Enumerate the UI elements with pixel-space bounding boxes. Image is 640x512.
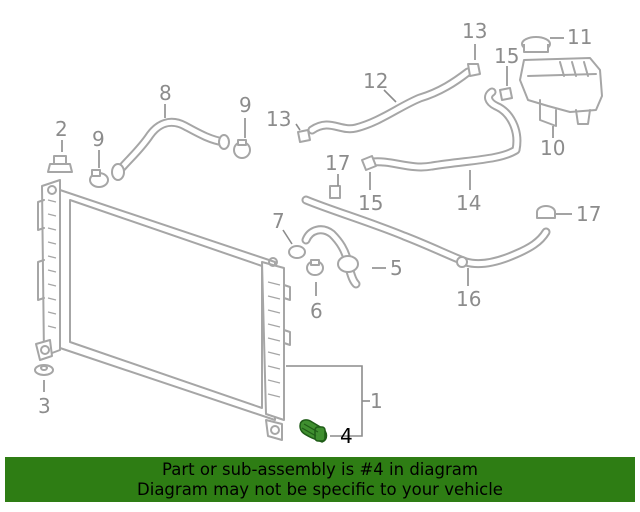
- clip-part-15-lower: [361, 155, 377, 171]
- callout-3: 3: [38, 394, 51, 418]
- surge-tank-outlet-hose-part: [367, 87, 522, 172]
- callout-7: 7: [272, 209, 285, 233]
- callout-13-top: 13: [462, 19, 487, 43]
- clip-part-13-lower: [297, 129, 311, 143]
- callout-6: 6: [310, 299, 323, 323]
- parts-diagram: 1 2 3 4 5 6 7 8 9 9 10 11 12 13 13 14 15…: [34, 19, 603, 448]
- surge-tank-inlet-hose-part: [307, 67, 473, 135]
- lower-hose-part: [301, 225, 361, 289]
- notice-banner: Part or sub-assembly is #4 in diagram Di…: [5, 457, 635, 502]
- callout-17-right: 17: [576, 202, 601, 226]
- callout-9-right: 9: [239, 93, 252, 117]
- callout-1: 1: [370, 389, 383, 413]
- callout-5: 5: [390, 256, 403, 280]
- callout-13-left: 13: [266, 107, 291, 131]
- callout-14: 14: [456, 191, 481, 215]
- banner-line-disclaimer: Diagram may not be specific to your vehi…: [137, 480, 503, 499]
- leader-lines: [43, 37, 572, 437]
- clamp-part-7: [288, 245, 306, 259]
- callout-17-left: 17: [325, 151, 350, 175]
- upper-hose-part: [111, 117, 230, 181]
- callout-2: 2: [55, 117, 68, 141]
- banner-line-part: Part or sub-assembly is #4 in diagram: [162, 460, 478, 479]
- callout-15-lower: 15: [358, 191, 383, 215]
- callout-9-left: 9: [92, 127, 105, 151]
- clip-part-13-upper: [467, 63, 481, 77]
- callout-8: 8: [159, 81, 172, 105]
- callout-16: 16: [456, 287, 481, 311]
- cap-part-17-right: [536, 205, 556, 219]
- callout-4: 4: [340, 424, 353, 448]
- lower-insulator-part: [34, 364, 54, 376]
- callout-15-upper: 15: [494, 44, 519, 68]
- drain-valve-highlighted-part: [299, 419, 328, 443]
- clamp-part-right: [233, 139, 251, 159]
- surge-tank-part: [519, 57, 603, 127]
- upper-insulator-part: [47, 155, 73, 173]
- surge-tank-cap-part: [521, 36, 551, 53]
- callout-10: 10: [540, 136, 565, 160]
- clamp-part-6: [306, 259, 324, 276]
- cap-part-17-left: [329, 185, 341, 199]
- clamp-part-left: [89, 169, 109, 188]
- clip-part-15-upper: [499, 87, 513, 101]
- radiator-part: [35, 179, 291, 441]
- callout-11: 11: [567, 25, 592, 49]
- coolant-pipe-part: [301, 195, 551, 269]
- callout-12: 12: [363, 69, 388, 93]
